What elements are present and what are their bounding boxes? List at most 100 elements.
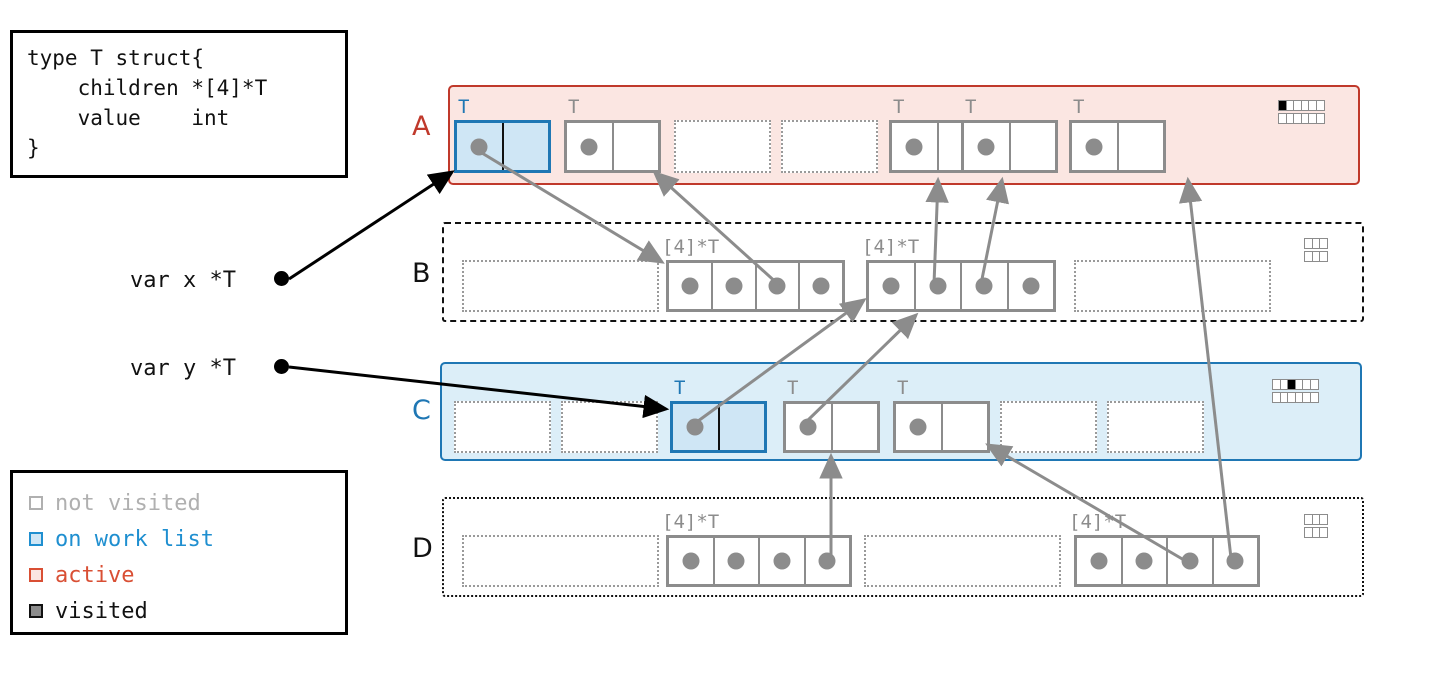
pointer-dot [727, 552, 745, 570]
legend-item-active: active [29, 557, 345, 593]
row-d-bitmap [1304, 514, 1328, 538]
pointer-dot [1135, 552, 1153, 570]
bitmap-row [1304, 527, 1328, 538]
pointer-dot [909, 418, 927, 436]
row-b-obj-3-empty [1074, 260, 1271, 312]
row-d-obj-3[interactable] [1074, 535, 1260, 587]
bitmap-cell [1309, 379, 1319, 390]
bitmap-row [1304, 514, 1328, 525]
array-cell-1 [1123, 538, 1168, 584]
row-c-obj-3[interactable] [783, 401, 880, 453]
row-b-bitmap [1304, 238, 1328, 262]
row-a-obj-4-ptr-half [892, 123, 939, 170]
array-cell-3 [1009, 263, 1054, 309]
type-definition-code: type T struct{ children *[4]*T value int… [27, 46, 268, 160]
row-band-c: T T T [440, 362, 1362, 461]
type-label-c-2: T [674, 377, 686, 399]
row-a-obj-5-val-half [1011, 123, 1056, 170]
pointer-dot [1022, 277, 1040, 295]
legend-swatch-not-visited [29, 496, 43, 510]
bitmap-row [1278, 100, 1325, 111]
row-label-d: D [412, 533, 433, 564]
row-a-obj-5[interactable] [961, 120, 1058, 173]
row-a-obj-1[interactable] [564, 120, 661, 173]
row-c-obj-2[interactable] [670, 401, 767, 453]
bitmap-cell [1315, 113, 1325, 124]
row-a-obj-1-val-half [614, 123, 659, 170]
pointer-dot [1181, 552, 1199, 570]
row-label-b: B [412, 258, 431, 289]
bitmap-row [1272, 379, 1319, 390]
row-b-obj-1[interactable] [666, 260, 845, 312]
legend-box: not visited on work list active visited [10, 470, 348, 635]
row-a-obj-6[interactable] [1069, 120, 1166, 173]
legend-label-active: active [55, 562, 135, 588]
legend-swatch-on-work-list [29, 532, 43, 546]
row-b-obj-2[interactable] [866, 260, 1056, 312]
type-label-c-3: T [787, 377, 799, 399]
row-d-obj-0-empty [462, 535, 659, 587]
row-label-a: A [412, 111, 431, 142]
legend-swatch-active [29, 568, 43, 582]
bitmap-cell [1319, 514, 1328, 525]
type-label-a-1: T [568, 96, 580, 118]
pointer-dot [470, 138, 488, 155]
pointer-dot [929, 277, 947, 295]
row-c-obj-4[interactable] [893, 401, 990, 453]
bitmap-cell [1319, 527, 1328, 538]
row-a-bitmap [1278, 100, 1325, 124]
pointer-dot [812, 277, 830, 295]
row-c-obj-3-val-half [833, 404, 878, 450]
pointer-dot [818, 552, 836, 570]
pointer-dot [882, 277, 900, 295]
row-a-obj-3-empty [781, 120, 878, 173]
row-band-b: [4]*T [4]*T [442, 222, 1364, 322]
legend-item-visited: visited [29, 593, 345, 629]
row-d-obj-2-empty [864, 535, 1061, 587]
row-a-obj-0[interactable] [454, 120, 551, 173]
array-cell-0 [1077, 538, 1123, 584]
pointer-dot [580, 138, 598, 155]
row-c-obj-1-empty [561, 401, 658, 453]
type-label-a-6: T [1073, 96, 1085, 118]
pointer-dot [686, 418, 704, 436]
bitmap-cell [1319, 251, 1328, 262]
row-a-obj-6-ptr-half [1072, 123, 1119, 170]
type-label-d-3: [4]*T [1069, 511, 1127, 533]
var-x-pointer-dot [274, 271, 289, 286]
legend-label-on-work-list: on work list [55, 526, 214, 552]
array-cell-3 [800, 263, 842, 309]
pointer-dot [725, 277, 743, 295]
legend-item-on-work-list: on work list [29, 521, 345, 557]
pointer-dot [905, 138, 923, 155]
pointer-dot [681, 277, 699, 295]
bitmap-cell [1309, 392, 1319, 403]
pointer-dot [1085, 138, 1103, 155]
array-cell-1 [713, 263, 757, 309]
row-a-obj-0-ptr-half [457, 123, 504, 170]
type-definition-box: type T struct{ children *[4]*T value int… [10, 30, 348, 178]
row-c-obj-0-empty [454, 401, 551, 453]
var-x-label: var x *T [130, 268, 236, 293]
type-label-d-1: [4]*T [662, 511, 720, 533]
type-label-a-0: T [458, 96, 470, 118]
var-y-label: var y *T [130, 356, 236, 381]
array-cell-0 [669, 263, 713, 309]
row-band-a: T T T T T [448, 85, 1360, 185]
row-c-obj-3-ptr-half [786, 404, 833, 450]
row-c-obj-5-empty [1000, 401, 1097, 453]
legend-swatch-visited [29, 604, 43, 618]
pointer-dot [977, 138, 995, 155]
row-d-obj-1[interactable] [666, 535, 852, 587]
bitmap-row [1304, 238, 1328, 249]
pointer-dot [799, 418, 817, 436]
legend-item-not-visited: not visited [29, 485, 345, 521]
pointer-dot [1226, 552, 1244, 570]
pointer-dot [682, 552, 700, 570]
row-c-bitmap [1272, 379, 1319, 403]
row-c-obj-4-ptr-half [896, 404, 943, 450]
array-cell-2 [1168, 538, 1214, 584]
array-cell-3 [806, 538, 850, 584]
row-c-obj-2-val-half [720, 404, 765, 450]
bitmap-row [1278, 113, 1325, 124]
